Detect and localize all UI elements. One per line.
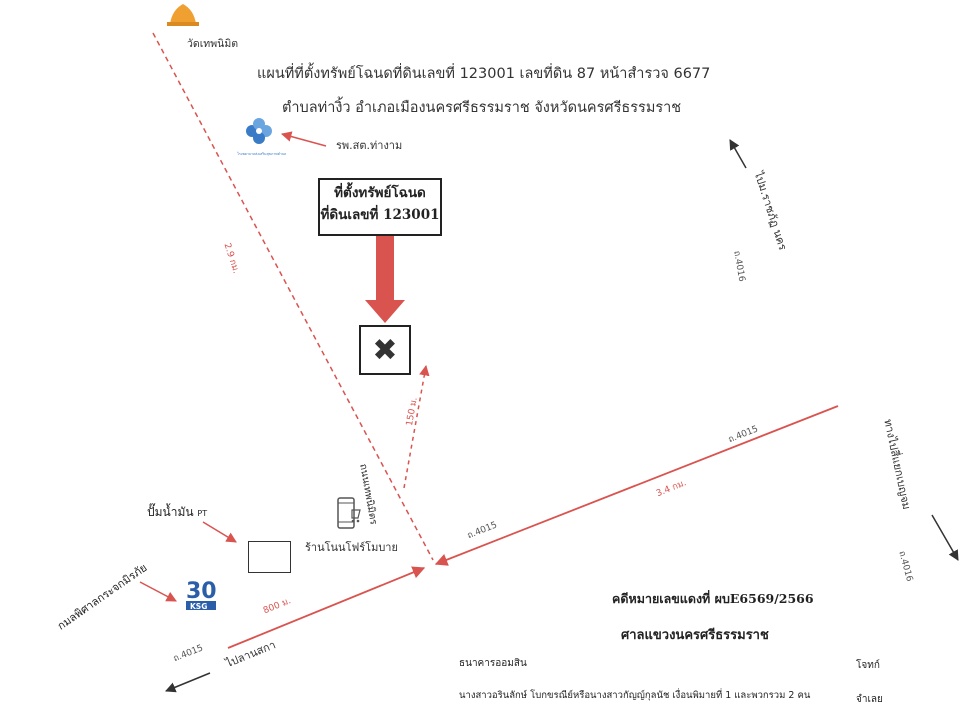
road-4015-west-line xyxy=(227,566,426,649)
rajaphat-direction-arrow xyxy=(729,139,747,169)
gas-pointer-arrow xyxy=(202,521,237,543)
property-box-line-1: ที่ตั้งทรัพย์โฉนด xyxy=(334,185,426,201)
big-arrow-head xyxy=(365,300,405,323)
lansaka-direction-arrow xyxy=(165,672,211,693)
mobile-shop-icon xyxy=(337,497,361,529)
property-access-line xyxy=(403,364,430,489)
property-callout-box: ที่ตั้งทรัพย์โฉนด ที่ดินเลขที่ 123001 xyxy=(318,178,442,236)
header-line-2: ตำบลท่างิ้ว อำเภอเมืองนครศรีธรรมราช จังห… xyxy=(282,100,682,116)
big-arrow-shaft xyxy=(376,234,394,302)
plaintiff-role: โจทก์ xyxy=(856,660,880,671)
hospital-cross-icon xyxy=(246,118,272,144)
temple-label: วัดเทพนิมิต xyxy=(187,38,239,50)
hospital-pointer-arrow xyxy=(280,131,327,147)
temple-road-line xyxy=(152,32,434,561)
property-box-line-2: ที่ดินเลขที่ 123001 xyxy=(320,207,440,223)
benjama-direction-arrow xyxy=(931,514,959,561)
header-line-1: แผนที่ที่ตั้งทรัพย์โฉนดที่ดินเลขที่ 1230… xyxy=(257,66,711,82)
bank-logo-icon: 30 KSG xyxy=(186,579,217,611)
property-x-mark-icon: ✖ xyxy=(359,325,411,375)
hospital-logo-text: โรงพยาบาลส่งเสริมสุขภาพตำบล xyxy=(237,152,287,156)
gas-station-brand: PT xyxy=(197,509,208,518)
defendant-name: นางสาวอรินลักษ์ โบกขรณีย์หรือนางสาวกัญญ์… xyxy=(459,690,811,701)
defendant-role: จำเลย xyxy=(856,694,883,705)
mobile-shop-label: ร้านโนนโฟร์โมบาย xyxy=(305,541,398,554)
gas-station-name: ปั๊มน้ำมัน xyxy=(147,505,194,519)
svg-text:KSG: KSG xyxy=(190,602,207,611)
case-number: คดีหมายเลขแดงที่ ผบE6569/2566 xyxy=(612,591,814,606)
court-pointer-arrow xyxy=(139,581,177,602)
hospital-label: รพ.สต.ท่างาม xyxy=(336,139,403,152)
road-4015-east-line xyxy=(434,405,839,566)
gas-station-box xyxy=(248,541,291,573)
gas-station-label: ปั๊มน้ำมัน PT xyxy=(147,505,207,519)
plaintiff-name: ธนาคารออมสิน xyxy=(459,658,527,669)
svg-text:30: 30 xyxy=(186,579,217,604)
temple-icon xyxy=(167,4,199,26)
court-name: ศาลแขวงนครศรีธรรมราช xyxy=(621,628,769,643)
